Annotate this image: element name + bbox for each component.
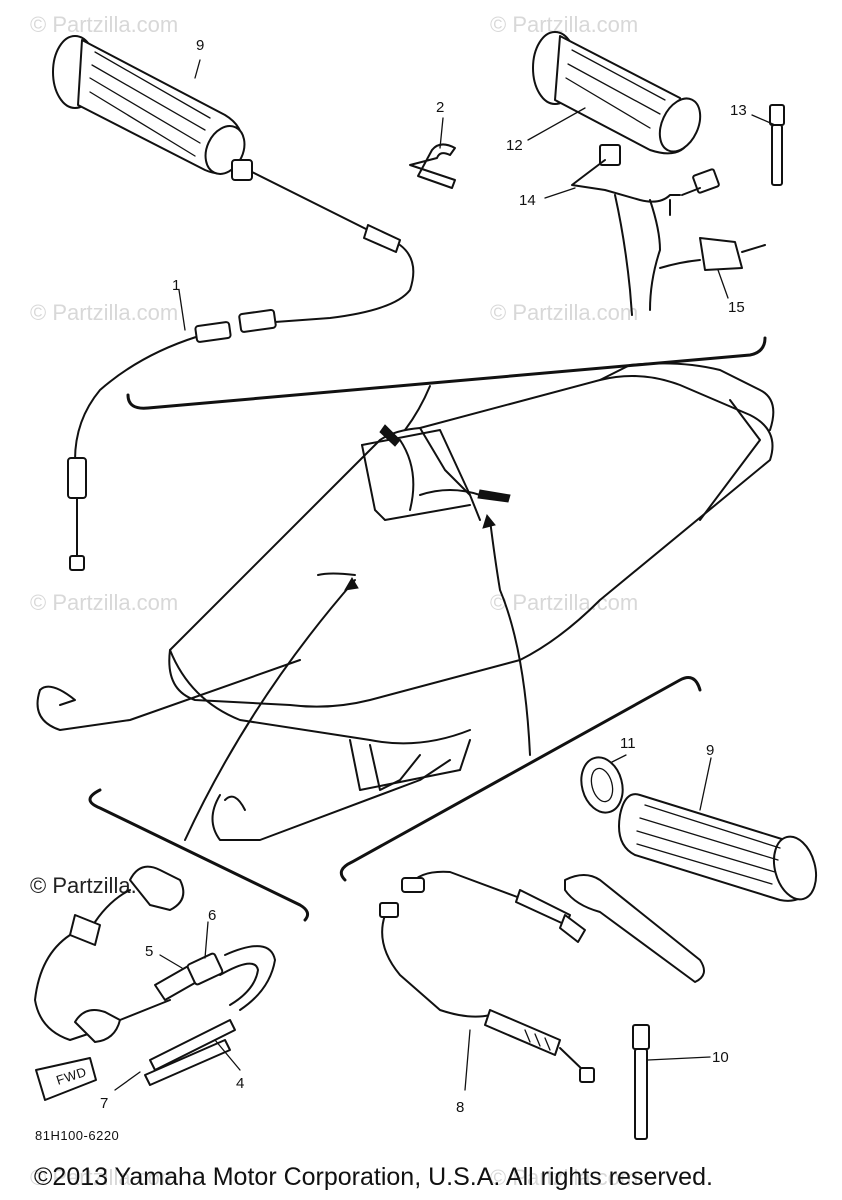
callout-9-right: 9 [706, 742, 714, 759]
tie-strap-bottom [632, 1024, 650, 1140]
watermark-mid-right: © Partzilla.com [490, 300, 638, 325]
tie-strap-top [769, 104, 785, 186]
callouts: 9 2 12 13 14 15 1 11 9 10 8 6 5 4 7 [100, 37, 776, 1116]
watermark-low-left: © Partzilla.com [30, 590, 178, 615]
callout-6: 6 [208, 907, 216, 924]
leader-arrows [184, 513, 531, 841]
watermark-top-right: © Partzilla.com [490, 12, 638, 37]
clip [409, 143, 456, 189]
callout-9-top: 9 [196, 37, 204, 54]
watermarks: © Partzilla.com © Partzilla.com © Partzi… [30, 12, 638, 1190]
leader-top [404, 385, 431, 431]
grip-top-right [532, 31, 702, 155]
callout-10: 10 [712, 1049, 729, 1066]
grip-right [580, 756, 818, 902]
snowmobile [36, 362, 775, 841]
diagram-code: 81H100-6220 [35, 1128, 119, 1143]
throttle-cable [67, 159, 415, 571]
callout-13: 13 [730, 102, 747, 119]
harness-switch [571, 144, 766, 316]
watermark-top-left: © Partzilla.com [30, 12, 178, 37]
kill-switch-cables: FWD [34, 865, 276, 1101]
bottom-right-divider [339, 676, 702, 882]
callout-1: 1 [172, 277, 180, 294]
callout-8: 8 [456, 1099, 464, 1116]
grip-top-left [52, 35, 246, 175]
fwd-arrow [35, 1057, 97, 1101]
copyright-notice: ©2013 Yamaha Motor Corporation, U.S.A. A… [34, 1163, 713, 1191]
section-dividers [88, 336, 767, 922]
watermark-bottom-right: © Partzilla.com [490, 1165, 638, 1190]
top-section-divider [126, 336, 767, 410]
bottom-left-divider [88, 788, 310, 922]
watermark-mid-left: © Partzilla.com [30, 300, 178, 325]
callout-15: 15 [728, 299, 745, 316]
callout-2: 2 [436, 99, 444, 116]
callout-7: 7 [100, 1095, 108, 1112]
brake-assembly [379, 870, 705, 1083]
callout-5: 5 [145, 943, 153, 960]
watermark-bottom-left: © Partzilla.com [30, 1165, 178, 1190]
callout-14: 14 [519, 192, 536, 209]
watermark-low-right: © Partzilla.com [490, 590, 638, 615]
callout-11: 11 [620, 735, 636, 752]
callout-12: 12 [506, 137, 523, 154]
callout-4: 4 [236, 1075, 244, 1092]
